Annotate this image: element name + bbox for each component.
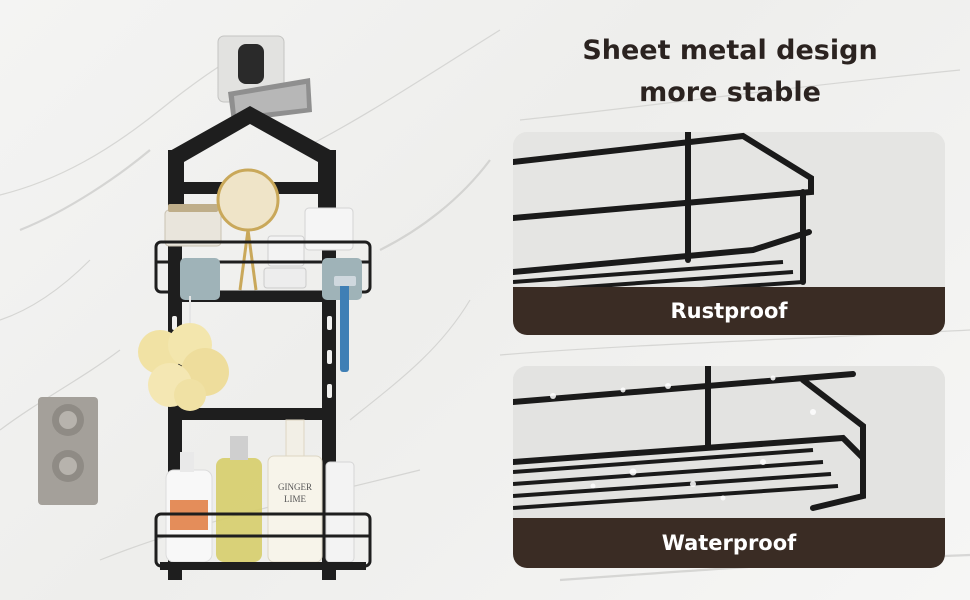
bath-loofah (138, 323, 229, 411)
bottle-gel (216, 458, 262, 562)
ginger-label-line2: LIME (284, 494, 306, 504)
razor (340, 282, 349, 372)
shower-arm (238, 44, 264, 84)
headline-line2: more stable (639, 77, 821, 108)
detail-card-rustproof: Rustproof (513, 132, 945, 335)
rustproof-label: Rustproof (513, 287, 945, 335)
ginger-label-line1: GINGER (278, 482, 312, 492)
cream-jar (304, 207, 354, 251)
headline-line1: Sheet metal design (582, 35, 878, 66)
shower-caddy-scene: GINGER LIME (38, 35, 372, 580)
bottle-ginger-lime (267, 455, 323, 563)
headline: Sheet metal design more stable (560, 30, 900, 114)
vanity-mirror (216, 168, 280, 232)
waterproof-label: Waterproof (513, 518, 945, 568)
bottle-small (325, 461, 355, 563)
hook-left (180, 258, 220, 300)
detail-card-waterproof: Waterproof (513, 366, 945, 568)
caddy-top-plate (168, 106, 334, 240)
